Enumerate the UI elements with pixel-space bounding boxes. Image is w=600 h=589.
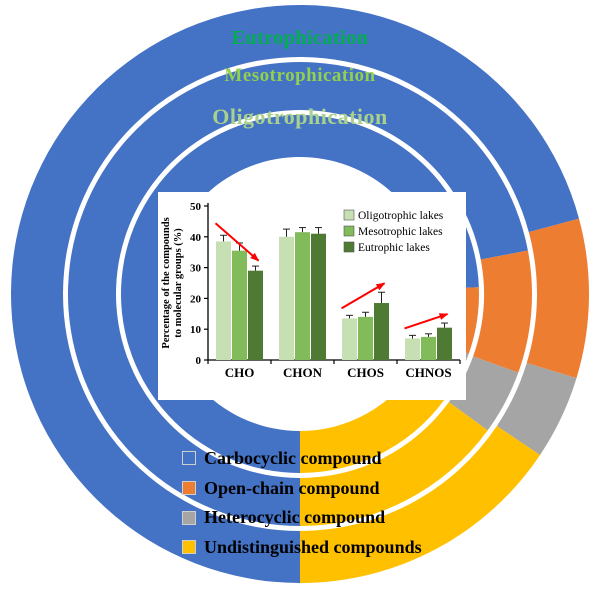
trend-arrow-CHNOS xyxy=(404,313,449,330)
legend-item-heterocyclic: Heterocyclic compound xyxy=(182,507,422,528)
legend-item-open_chain: Open-chain compound xyxy=(182,478,422,499)
y-axis-label-line-2: to molecular groups (%) xyxy=(173,228,184,338)
legend-label-carbocyclic: Carbocyclic compound xyxy=(204,448,382,468)
y-axis-label-line-1: Percentage of the compounds xyxy=(161,217,172,348)
x-tick-label-CHO: CHO xyxy=(225,365,255,380)
legend-item-carbocyclic: Carbocyclic compound xyxy=(182,448,422,469)
bar-eutrophic-CHOS xyxy=(374,303,389,360)
x-tick-label-CHNOS: CHNOS xyxy=(405,365,451,380)
chart-legend-swatch-mesotrophic xyxy=(343,225,355,237)
legend-label-open_chain: Open-chain compound xyxy=(204,477,380,498)
ring-label-oligotrophication: Oligotrophication xyxy=(212,104,388,129)
legend-swatch-heterocyclic xyxy=(182,510,196,525)
bar-mesotrophic-CHOS xyxy=(358,316,373,360)
legend-swatch-carbocyclic xyxy=(182,451,196,466)
bar-mesotrophic-CHNOS xyxy=(421,336,436,360)
donut-segment-eutrophication-heterocyclic xyxy=(496,362,577,455)
chart-legend-label-mesotrophic: Mesotrophic lakes xyxy=(358,226,443,238)
donut-segment-mesotrophication-open_chain xyxy=(473,250,532,373)
donut-segment-mesotrophication-heterocyclic xyxy=(448,356,519,431)
donut-segment-eutrophication-open_chain xyxy=(526,218,590,379)
bar-oligotrophic-CHOS xyxy=(342,318,357,360)
bar-oligotrophic-CHO xyxy=(216,241,231,360)
y-tick-label-0: 0 xyxy=(196,355,202,367)
legend-label-heterocyclic: Heterocyclic compound xyxy=(204,507,386,528)
bar-mesotrophic-CHO xyxy=(232,250,247,360)
bar-oligotrophic-CHON xyxy=(279,236,294,360)
y-tick-label-10: 10 xyxy=(190,324,202,336)
ring-label-mesotrophication: Mesotrophication xyxy=(224,65,376,86)
legend-swatch-undistinguished xyxy=(182,540,196,555)
bar-eutrophic-CHNOS xyxy=(437,327,452,360)
chart-legend-swatch-oligotrophic xyxy=(343,209,355,221)
bar-oligotrophic-CHNOS xyxy=(405,338,420,360)
bar-mesotrophic-CHON xyxy=(295,232,310,360)
chart-legend-swatch-eutrophic xyxy=(343,241,355,253)
legend-swatch-open_chain xyxy=(182,481,196,496)
bar-eutrophic-CHON xyxy=(311,233,326,360)
legend-label-undistinguished: Undistinguished compounds xyxy=(204,537,422,558)
y-tick-label-20: 20 xyxy=(190,293,202,305)
y-tick-label-50: 50 xyxy=(190,201,202,213)
legend-item-undistinguished: Undistinguished compounds xyxy=(182,537,422,558)
trend-arrow-CHOS xyxy=(340,282,386,310)
trend-arrow-CHO xyxy=(214,222,260,262)
x-tick-label-CHON: CHON xyxy=(283,365,323,380)
donut-segment-mesotrophication-undistinguished xyxy=(300,402,488,526)
chart-legend-label-eutrophic: Eutrophic lakes xyxy=(358,242,430,254)
ring-label-eutrophication: Eutrophication xyxy=(231,27,369,49)
x-tick-label-CHOS: CHOS xyxy=(347,365,384,380)
donut-segment-eutrophication-undistinguished xyxy=(300,425,541,583)
y-tick-label-40: 40 xyxy=(190,232,202,244)
bar-eutrophic-CHO xyxy=(248,270,263,360)
y-tick-label-30: 30 xyxy=(190,263,202,275)
chart-legend-label-oligotrophic: Oligotrophic lakes xyxy=(358,210,444,222)
